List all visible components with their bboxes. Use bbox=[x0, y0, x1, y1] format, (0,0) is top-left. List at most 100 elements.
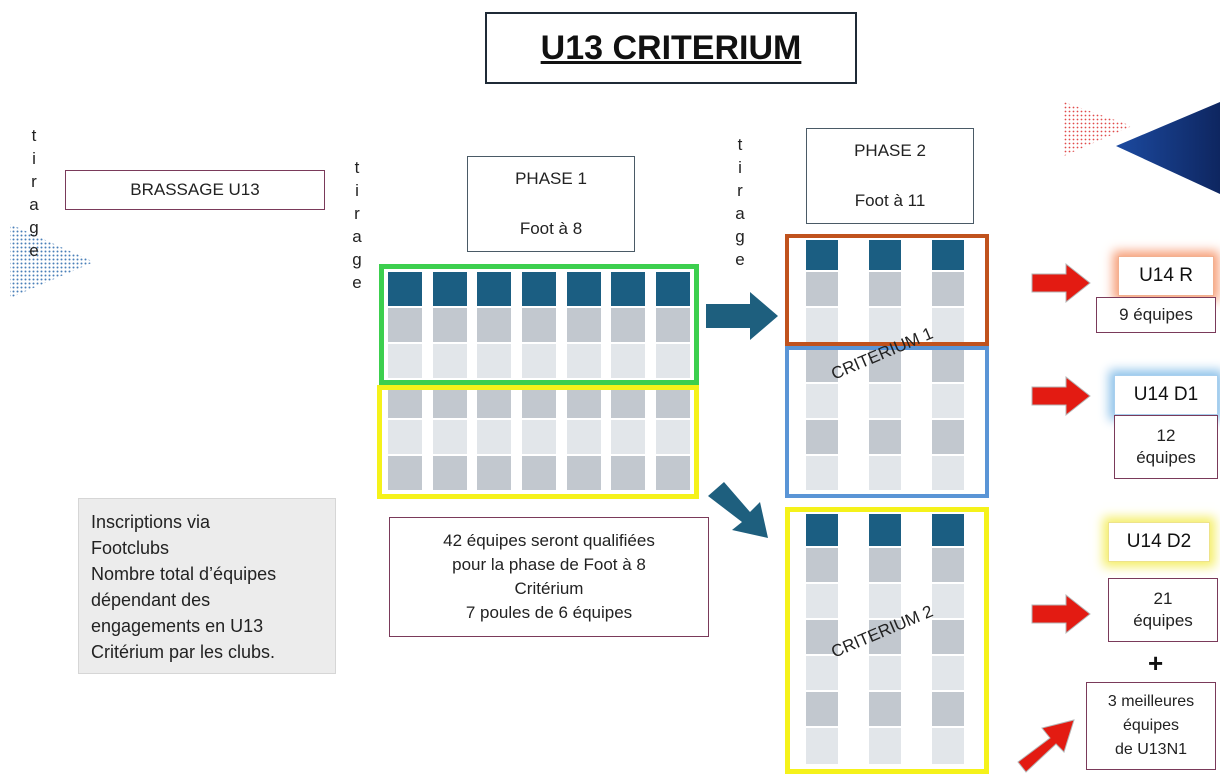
grid-column bbox=[388, 272, 422, 378]
grid-column bbox=[432, 390, 467, 490]
team-slot-dark bbox=[388, 272, 422, 306]
team-slot-dark bbox=[655, 272, 690, 306]
team-slot bbox=[566, 456, 601, 490]
inscriptions-note: Inscriptions via Footclubs Nombre total … bbox=[78, 498, 336, 674]
team-slot bbox=[869, 348, 901, 382]
result-u14d1-count: 12 équipes bbox=[1114, 415, 1218, 479]
team-slot bbox=[869, 548, 901, 582]
team-slot bbox=[388, 308, 422, 342]
grid-column bbox=[611, 272, 646, 378]
arrow-right-teal bbox=[706, 292, 778, 340]
grid-column bbox=[521, 272, 556, 378]
team-slot bbox=[566, 344, 601, 378]
team-slot bbox=[806, 728, 838, 764]
team-slot bbox=[806, 584, 838, 618]
grid-column bbox=[388, 390, 422, 490]
team-slot bbox=[869, 728, 901, 764]
title-box: U13 CRITERIUM bbox=[485, 12, 857, 84]
team-slot bbox=[932, 308, 964, 342]
team-slot bbox=[566, 390, 601, 418]
team-slot bbox=[806, 548, 838, 582]
dotted-triangle-decoration bbox=[10, 224, 94, 298]
team-slot bbox=[655, 344, 690, 378]
brassage-box: BRASSAGE U13 bbox=[65, 170, 325, 210]
team-slot bbox=[806, 308, 838, 342]
team-slot bbox=[932, 656, 964, 690]
team-slot bbox=[655, 308, 690, 342]
team-slot bbox=[806, 272, 838, 306]
team-slot bbox=[869, 272, 901, 306]
team-slot bbox=[806, 620, 838, 654]
grid-column bbox=[477, 272, 512, 378]
team-slot bbox=[388, 456, 422, 490]
team-slot bbox=[932, 584, 964, 618]
arrow-red-1 bbox=[1031, 262, 1091, 304]
team-slot bbox=[655, 420, 690, 454]
team-slot bbox=[477, 344, 512, 378]
grid-column bbox=[521, 390, 556, 490]
team-slot bbox=[655, 456, 690, 490]
phase1-grid-bottom bbox=[388, 390, 690, 490]
criterium1-frame-bottom bbox=[785, 346, 989, 498]
team-slot bbox=[521, 456, 556, 490]
team-slot bbox=[521, 390, 556, 418]
team-slot bbox=[806, 348, 838, 382]
team-slot bbox=[932, 272, 964, 306]
team-slot bbox=[477, 390, 512, 418]
team-slot bbox=[611, 456, 646, 490]
team-slot-dark bbox=[521, 272, 556, 306]
team-slot bbox=[869, 620, 901, 654]
team-slot bbox=[611, 420, 646, 454]
team-slot bbox=[932, 620, 964, 654]
grid-column bbox=[432, 272, 467, 378]
team-slot bbox=[869, 420, 901, 454]
phase2-title: PHASE 2 bbox=[854, 141, 926, 160]
team-slot bbox=[869, 656, 901, 690]
team-slot-dark bbox=[932, 514, 964, 546]
team-slot-dark bbox=[869, 240, 901, 270]
criterium1b-grid bbox=[806, 348, 964, 490]
plus-sign: + bbox=[1148, 648, 1164, 678]
team-slot-dark bbox=[806, 240, 838, 270]
arrow-red-diagonal bbox=[1017, 719, 1075, 773]
grid-column bbox=[566, 272, 601, 378]
team-slot bbox=[932, 728, 964, 764]
team-slot bbox=[477, 308, 512, 342]
phase1-subtitle: Foot à 8 bbox=[519, 219, 583, 238]
phase1-grid-top bbox=[388, 272, 690, 378]
team-slot bbox=[388, 344, 422, 378]
team-slot bbox=[566, 308, 601, 342]
team-slot bbox=[806, 456, 838, 490]
team-slot-dark bbox=[477, 272, 512, 306]
team-slot bbox=[521, 344, 556, 378]
team-slot bbox=[806, 656, 838, 690]
grid-column bbox=[932, 240, 964, 342]
team-slot bbox=[477, 456, 512, 490]
grid-column bbox=[655, 272, 690, 378]
arrow-diagonal-teal bbox=[708, 482, 768, 538]
phase1-box: PHASE 1 Foot à 8 bbox=[467, 156, 635, 252]
team-slot-dark bbox=[932, 240, 964, 270]
team-slot bbox=[611, 390, 646, 418]
phase1-bottom-frame bbox=[377, 385, 699, 499]
grid-column bbox=[869, 240, 901, 342]
team-slot bbox=[869, 308, 901, 342]
criterium1-grid bbox=[806, 240, 964, 342]
grid-column bbox=[566, 390, 601, 490]
team-slot bbox=[932, 456, 964, 490]
team-slot bbox=[932, 348, 964, 382]
phase1-title: PHASE 1 bbox=[515, 169, 587, 188]
team-slot bbox=[432, 308, 467, 342]
team-slot bbox=[432, 390, 467, 418]
team-slot bbox=[806, 420, 838, 454]
grid-column bbox=[806, 514, 838, 764]
brassage-label: BRASSAGE U13 bbox=[130, 180, 260, 199]
team-slot bbox=[869, 384, 901, 418]
arrow-red-2 bbox=[1031, 375, 1091, 417]
result-u14d2-count: 21 équipes bbox=[1108, 578, 1218, 642]
team-slot-dark bbox=[611, 272, 646, 306]
criterium1-frame-top bbox=[785, 234, 989, 346]
grid-column bbox=[655, 390, 690, 490]
